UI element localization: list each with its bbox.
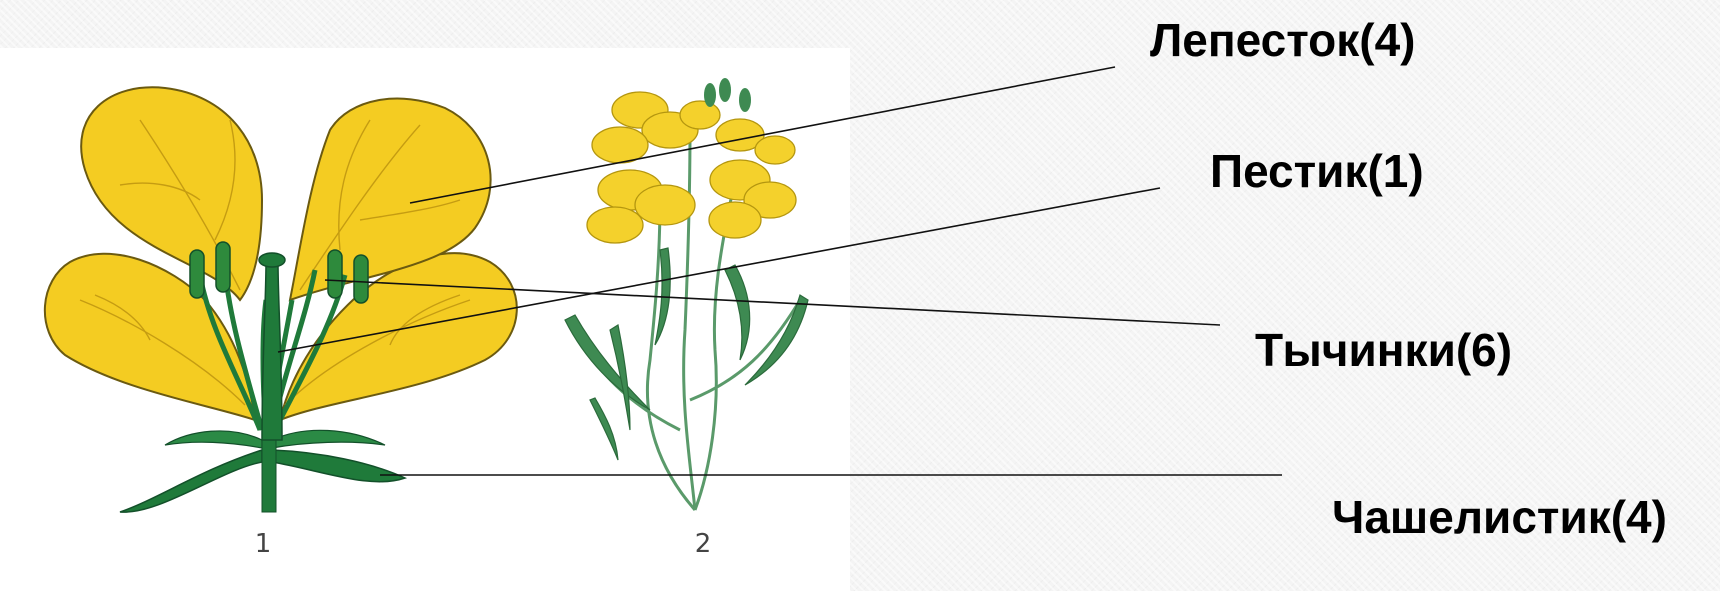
pistil-stigma	[259, 253, 285, 267]
pistil	[262, 262, 282, 440]
label-stamens: Тычинки(6)	[1255, 327, 1512, 373]
flower-stalk	[262, 440, 276, 512]
figure-number-2: 2	[695, 529, 712, 559]
label-petal: Лепесток(4)	[1150, 17, 1415, 63]
label-sepal: Чашелистик(4)	[1332, 494, 1667, 540]
label-pistil: Пестик(1)	[1210, 148, 1424, 194]
figure-number-1: 1	[255, 529, 272, 559]
